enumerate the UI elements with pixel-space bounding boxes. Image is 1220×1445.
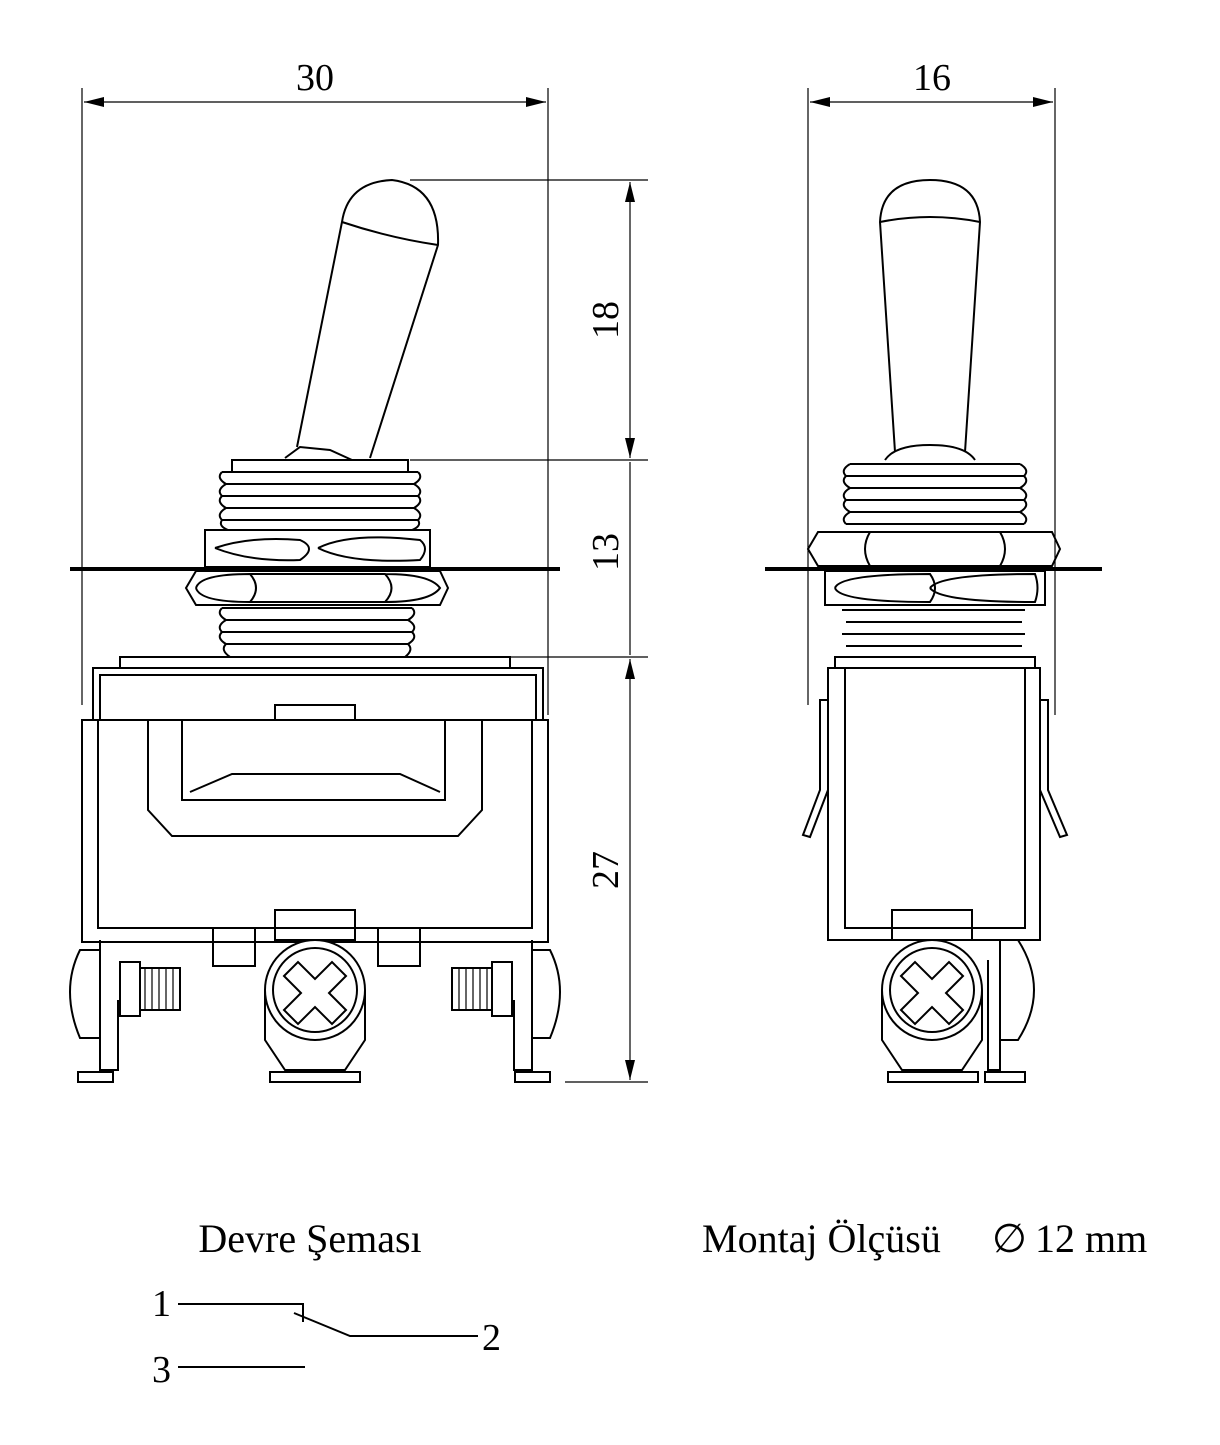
height-dimensions: 18 13 27 [410,179,648,1083]
upper-thread-side [842,463,1028,525]
side-view: 16 [765,57,1102,1083]
dim-label-27: 27 [585,851,627,889]
lower-thread [218,607,416,658]
center-terminal-screw [264,939,366,1083]
dim-label-13: 13 [585,533,627,571]
toggle-lever [284,178,440,461]
toggle-lever-side [878,178,982,461]
dim-label-30: 30 [296,57,334,99]
width-dimension-16: 16 [807,57,1056,715]
lower-thread-side [842,609,1025,658]
pin-label-1: 1 [152,1283,171,1325]
pin-label-3: 3 [152,1349,171,1391]
upper-nut [204,529,431,568]
center-terminal-screw-side [881,939,983,1083]
lower-nut-side [824,570,1046,606]
mounting-caption: Montaj Ölçüsü ∅ 12 mm [702,1216,1147,1261]
width-dimension-30: 30 [81,57,549,715]
mounting-label: Montaj Ölçüsü [702,1216,941,1261]
upper-thread [218,459,422,531]
pin-label-2: 2 [482,1317,501,1359]
dim-label-16: 16 [913,57,951,99]
circuit-schematic: 1 2 3 [152,1283,501,1391]
left-terminal-screw [69,949,181,1039]
mounting-value: 12 mm [1035,1216,1147,1261]
dim-label-18: 18 [585,301,627,339]
front-view: 30 18 13 27 [69,57,648,1083]
upper-nut-side [806,531,1062,567]
diameter-symbol: ∅ [992,1216,1027,1261]
circuit-title: Devre Şeması [198,1216,421,1261]
right-terminal-screw [451,949,561,1039]
lower-nut [184,570,450,606]
